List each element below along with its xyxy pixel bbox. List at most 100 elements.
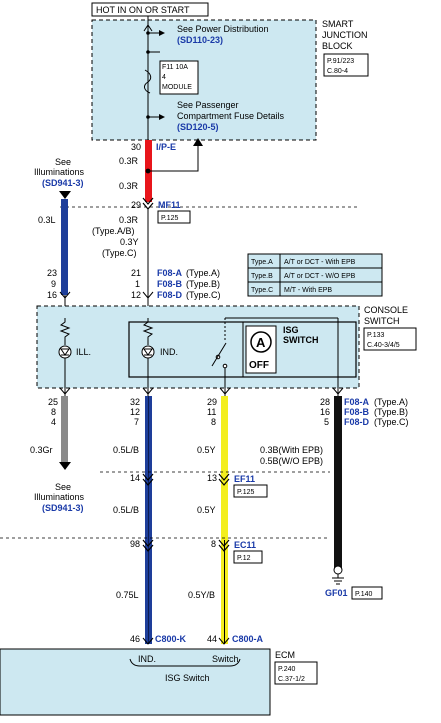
mid-pin-2: 1	[135, 279, 140, 289]
ecm-chevron-2	[218, 637, 230, 645]
right-type-2: (Type.B)	[374, 407, 408, 417]
ef11-ref-box	[233, 484, 268, 498]
ipe-connector: I/P-E	[156, 142, 176, 152]
pin-46: 46	[130, 634, 140, 644]
left-see: See	[55, 157, 71, 167]
isg-icon-off: OFF	[249, 360, 269, 371]
sjb-ref-2: C.80-4	[327, 68, 348, 75]
isg-title-2: SWITCH	[283, 335, 319, 345]
pin-8: 8	[211, 539, 216, 549]
ef11-chevron-icon-4	[218, 478, 230, 486]
ecm-switch: Switch	[212, 654, 239, 664]
mf11-connector: MF11	[158, 200, 181, 210]
c800a-connector: C800-A	[232, 634, 264, 644]
type-b: Type.B	[251, 273, 273, 280]
ecm-box	[0, 648, 271, 716]
ef11-chevron-icon-2	[142, 478, 154, 486]
col3-pin-3: 8	[211, 417, 216, 427]
sjb-box	[91, 19, 317, 141]
mid-pin-3: 12	[131, 290, 141, 300]
type-c: Type.C	[251, 287, 273, 294]
splice-branch	[148, 142, 199, 172]
lower-illum-ref: (SD941-3)	[42, 503, 84, 513]
type-table	[247, 253, 383, 297]
left-pin-2: 9	[51, 279, 56, 289]
col3-pin-1: 29	[207, 397, 217, 407]
sjb-ref-box	[323, 53, 369, 77]
col4-pin-1: 28	[320, 397, 330, 407]
power-dist-ref: (SD110-23)	[177, 35, 223, 45]
wire-0.3r-a: 0.3R	[119, 156, 139, 166]
gray-wire	[61, 396, 68, 464]
ec11-connector: EC11	[234, 540, 256, 550]
wire-0.5lb-2: 0.5L/B	[113, 505, 139, 515]
passenger-text-1: See Passenger	[177, 100, 239, 110]
col2-pin-3: 7	[134, 417, 139, 427]
fuse-box	[159, 60, 199, 95]
wire-epb-1: 0.3B(With EPB)	[260, 445, 323, 455]
pin-30: 30	[131, 142, 141, 152]
ecm-ref-1: P.240	[278, 666, 295, 673]
ecm-chevron-1	[142, 637, 154, 645]
mid-pin-1: 21	[131, 268, 141, 278]
isg-icon-letter: A	[256, 335, 266, 350]
col4-pin-3: 5	[324, 417, 329, 427]
col2-pin-1: 32	[130, 397, 140, 407]
sjb-title-1: SMART	[322, 19, 354, 29]
gf01-ref-box	[351, 586, 383, 600]
ef11-chevron-icon-1	[142, 473, 154, 481]
fuse-num: 4	[162, 74, 166, 81]
pin-98: 98	[130, 539, 140, 549]
right-type-1: (Type.A)	[374, 397, 408, 407]
passenger-text-2: Compartment Fuse Details	[177, 111, 285, 121]
mid-label-1: F08-A	[157, 268, 183, 278]
wire-epb-2: 0.5B(W/O EPB)	[260, 456, 323, 466]
sjb-title-2: JUNCTION	[322, 30, 368, 40]
ill-label: ILL.	[76, 347, 91, 357]
black-wire	[334, 396, 342, 568]
yellow-wire	[221, 396, 228, 644]
console-ref-1: P.133	[367, 332, 384, 339]
sjb-title-3: BLOCK	[322, 41, 353, 51]
ef11-connector: EF11	[234, 474, 255, 484]
switch-contact-b	[222, 363, 228, 369]
right-label-1: F08-A	[344, 397, 370, 407]
ec11-chevron-icon-1	[142, 539, 154, 547]
c800k-connector: C800-K	[155, 634, 187, 644]
mid-type-1: (Type.A)	[186, 268, 220, 278]
branch-arrow-icon	[193, 138, 203, 146]
ecm-ref-box	[274, 661, 318, 685]
pin-chevron-1	[59, 387, 71, 395]
ind-diode-icon	[143, 348, 153, 356]
passenger-ref: (SD120-5)	[177, 122, 219, 132]
mid-label-3: F08-D	[157, 290, 183, 300]
ef11-chevron-icon-3	[218, 473, 230, 481]
power-chevron-icon	[143, 24, 153, 32]
gf01-label: GF01	[325, 588, 348, 598]
fuse-module: MODULE	[162, 84, 192, 91]
ind-label: IND.	[160, 347, 178, 357]
right-label-2: F08-B	[344, 407, 370, 417]
isg-title-1: ISG	[283, 325, 299, 335]
col2-pin-2: 12	[130, 407, 140, 417]
right-type-3: (Type.C)	[374, 417, 409, 427]
console-title-2: SWITCH	[364, 316, 400, 326]
type-a: Type.A	[251, 259, 273, 266]
type-c-note: (Type.C)	[102, 248, 137, 258]
ecm-title: ECM	[275, 650, 295, 660]
pin-13: 13	[207, 473, 217, 483]
mf11-chevron-icon	[142, 197, 154, 205]
power-dist-text: See Power Distribution	[177, 24, 269, 34]
pin-chevron-3	[219, 387, 231, 395]
mid-type-3: (Type.C)	[186, 290, 221, 300]
type-c-desc: M/T - With EPB	[284, 287, 332, 294]
wire-0.5yb: 0.5Y/B	[188, 590, 215, 600]
hot-label-box	[91, 2, 209, 17]
left-pin-3: 16	[47, 290, 57, 300]
right-label-3: F08-D	[344, 417, 370, 427]
sjb-ref-1: P.91/223	[327, 58, 354, 65]
ill-resistor-icon	[59, 318, 71, 345]
mf11-ref-box	[157, 210, 191, 224]
wire-0.3r-b: 0.3R	[119, 181, 139, 191]
pin-14: 14	[130, 473, 140, 483]
